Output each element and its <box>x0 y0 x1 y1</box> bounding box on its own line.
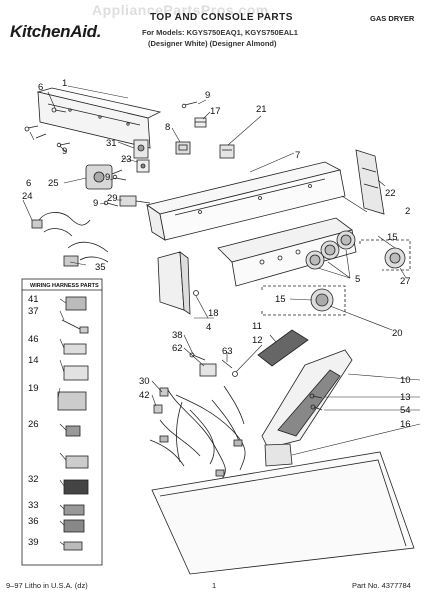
screw-6-left <box>24 125 39 132</box>
part-38-clip <box>189 352 206 361</box>
footer-litho: 9–97 Litho in U.S.A. (dz) <box>6 581 88 590</box>
callout-15-a: 15 <box>387 232 398 243</box>
callout-22: 22 <box>385 188 396 199</box>
callout-26: 26 <box>28 419 39 430</box>
callout-36: 36 <box>28 516 39 527</box>
callout-41: 41 <box>28 294 39 305</box>
part-31-switch <box>133 139 149 159</box>
screw-9-top <box>181 101 198 109</box>
callout-27: 27 <box>400 276 411 287</box>
callout-23: 23 <box>121 154 132 165</box>
watermark: AppliancePartsPros.com <box>92 2 269 18</box>
callout-33: 33 <box>28 500 39 511</box>
part-21-terminal <box>219 144 235 159</box>
callout-9-left-b: 9 <box>105 172 110 183</box>
callout-29: 29 <box>107 193 118 204</box>
part-18-screw <box>193 290 199 296</box>
callout-18: 18 <box>208 308 219 319</box>
callout-25: 25 <box>48 178 59 189</box>
callout-38: 38 <box>172 330 183 341</box>
callout-17: 17 <box>210 106 221 117</box>
callout-12: 12 <box>252 335 263 346</box>
callout-31: 31 <box>106 138 117 149</box>
callout-46: 46 <box>28 334 39 345</box>
callout-37: 37 <box>28 306 39 317</box>
part-62-bracket <box>199 363 217 377</box>
part-11-cover <box>257 329 309 367</box>
callout-54: 54 <box>400 405 411 416</box>
callout-10: 10 <box>400 375 411 386</box>
screw-9-left-a <box>56 142 71 148</box>
callout-16: 16 <box>400 419 411 430</box>
callout-13: 13 <box>400 392 411 403</box>
wiring-box-title: WIRING HARNESS PARTS <box>30 283 99 289</box>
callout-9-left-c: 9 <box>93 198 98 209</box>
callout-62: 62 <box>172 343 183 354</box>
callout-42: 42 <box>139 390 150 401</box>
callout-35: 35 <box>95 262 106 273</box>
brand-logo: KitchenAid. <box>10 22 102 41</box>
knob-5-b <box>320 240 340 260</box>
callout-1: 1 <box>62 78 67 89</box>
callout-5: 5 <box>355 274 360 285</box>
knob-5-a <box>305 250 325 270</box>
part-23-bracket <box>136 159 150 173</box>
model-line: For Models: KGYS750EAQ1, KGYS750EAL1 <box>142 28 298 37</box>
callout-32: 32 <box>28 474 39 485</box>
screw-9-left-b <box>112 174 127 181</box>
callout-9-left-a: 9 <box>62 146 67 157</box>
part-17-clip <box>194 117 207 128</box>
callout-19: 19 <box>28 383 39 394</box>
part-24-wire <box>31 212 91 237</box>
part-16-base <box>264 443 293 467</box>
dryer-top-plate <box>151 451 415 575</box>
callout-24: 24 <box>22 191 33 202</box>
screw-6-top <box>51 107 67 113</box>
callout-15-b: 15 <box>275 294 286 305</box>
footer-page-number: 1 <box>212 581 217 590</box>
part-54-screw <box>310 404 323 411</box>
callout-9-top: 9 <box>205 90 210 101</box>
part-12-screw <box>232 371 238 377</box>
part-42-connector <box>153 404 163 414</box>
wiring-parts-box <box>21 278 103 566</box>
callout-20: 20 <box>392 328 403 339</box>
part-13-screw <box>309 393 323 399</box>
knob-20 <box>310 288 334 312</box>
wiring-harness <box>149 385 246 483</box>
callout-4: 4 <box>206 322 211 333</box>
callout-8: 8 <box>165 122 170 133</box>
callout-7: 7 <box>295 150 300 161</box>
part-35-harness <box>63 241 109 267</box>
leader-lines <box>22 85 421 546</box>
part-10-lint-housing <box>261 349 353 449</box>
page-title: TOP AND CONSOLE PARTS <box>150 12 293 23</box>
appliance-type: GAS DRYER <box>370 14 415 23</box>
knob-27 <box>384 247 406 269</box>
callout-6-left: 6 <box>26 178 31 189</box>
footer-part-number: Part No. 4377784 <box>352 581 411 590</box>
callout-6-top: 6 <box>38 82 43 93</box>
part-29-sensor <box>119 195 151 207</box>
part-30-connector <box>159 387 169 397</box>
callout-2: 2 <box>405 206 410 217</box>
callout-11: 11 <box>252 321 262 332</box>
callout-39: 39 <box>28 537 39 548</box>
color-line: (Designer White) (Designer Almond) <box>148 39 277 48</box>
part-4-bracket <box>157 251 191 315</box>
console-back-panel <box>35 87 162 149</box>
callout-63: 63 <box>222 346 233 357</box>
callout-21: 21 <box>256 104 267 115</box>
part-8-switch <box>175 141 191 155</box>
part-22-end-cap <box>355 149 385 215</box>
callout-14: 14 <box>28 355 39 366</box>
part-63-tie <box>221 359 233 369</box>
callout-30: 30 <box>139 376 150 387</box>
callout-numbers: 1 2 4 5 6 6 7 8 9 9 9 9 10 11 12 13 14 1… <box>22 78 411 548</box>
part-25-timer <box>85 164 123 190</box>
console-frame <box>146 161 346 241</box>
knob-5-c <box>336 230 356 250</box>
